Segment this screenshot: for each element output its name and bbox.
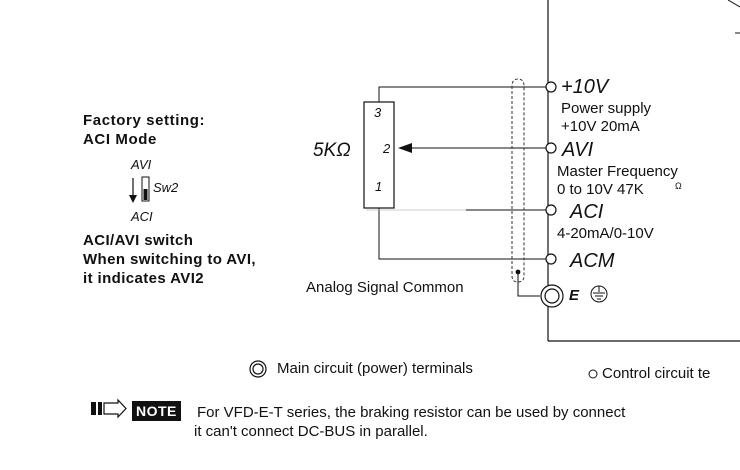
switch-label-aci: ACI xyxy=(131,209,153,224)
wiper-arrow xyxy=(398,143,412,153)
terminal-aci-circle xyxy=(545,204,557,216)
legend-control-circuit-label: Control circuit te xyxy=(602,365,711,382)
control-circuit-terminal-icon xyxy=(588,369,598,379)
terminal-avi-label: AVI xyxy=(562,139,594,161)
potentiometer-value-label: 5KΩ xyxy=(313,140,351,161)
pot-pin-2: 2 xyxy=(383,141,391,156)
terminal-acm-label: ACM xyxy=(570,250,615,272)
analog-signal-common-label: Analog Signal Common xyxy=(306,279,464,296)
shield-cable xyxy=(511,78,525,283)
terminal-e-inner xyxy=(544,288,560,304)
switch-name-label: Sw2 xyxy=(153,180,179,195)
note-line1: For VFD-E-T series, the braking resistor… xyxy=(197,404,626,421)
terminal-avi-desc2: 0 to 10V 47K xyxy=(557,181,644,198)
terminal-aci-label: ACI xyxy=(570,201,604,223)
terminal-e-label: E xyxy=(569,287,580,304)
terminal-e-outer xyxy=(540,284,564,308)
terminal-10v-label: +10V xyxy=(561,76,609,98)
wire-acm xyxy=(378,208,546,260)
terminal-acm-circle xyxy=(545,253,557,265)
panel-corner-top xyxy=(727,0,740,8)
legend-main-circuit-label: Main circuit (power) terminals xyxy=(277,360,473,377)
terminal-avi-circle xyxy=(545,142,557,154)
main-circuit-terminal-icon xyxy=(249,360,267,378)
switch-desc-line1: ACI/AVI switch xyxy=(83,232,194,249)
ground-icon xyxy=(590,285,608,303)
terminal-10v-desc1: Power supply xyxy=(561,100,652,117)
wire-10v xyxy=(378,86,546,102)
factory-setting-title: Factory setting: xyxy=(83,112,206,129)
ohm-small-icon: Ω xyxy=(675,181,682,191)
aci-mode-title: ACI Mode xyxy=(83,131,157,148)
switch-arrow-icon xyxy=(129,178,137,203)
note-arrow-icon xyxy=(91,398,127,419)
terminal-aci-desc1: 4-20mA/0-10V xyxy=(557,225,654,242)
terminal-10v-circle xyxy=(545,81,557,93)
shield-junction-dot xyxy=(515,269,521,275)
switch-desc-line2: When switching to AVI, xyxy=(83,251,256,268)
switch-label-avi: AVI xyxy=(131,157,152,172)
switch-icon xyxy=(141,176,150,202)
terminal-10v-desc2: +10V 20mA xyxy=(561,118,640,135)
pot-pin-3: 3 xyxy=(374,105,382,120)
switch-desc-line3: it indicates AVI2 xyxy=(83,270,204,287)
shield-drain xyxy=(517,272,540,297)
note-badge: NOTE xyxy=(132,401,181,421)
terminal-avi-desc1: Master Frequency xyxy=(557,163,678,180)
note-line2: it can't connect DC-BUS in parallel. xyxy=(194,423,428,440)
pot-pin-1: 1 xyxy=(375,179,383,194)
